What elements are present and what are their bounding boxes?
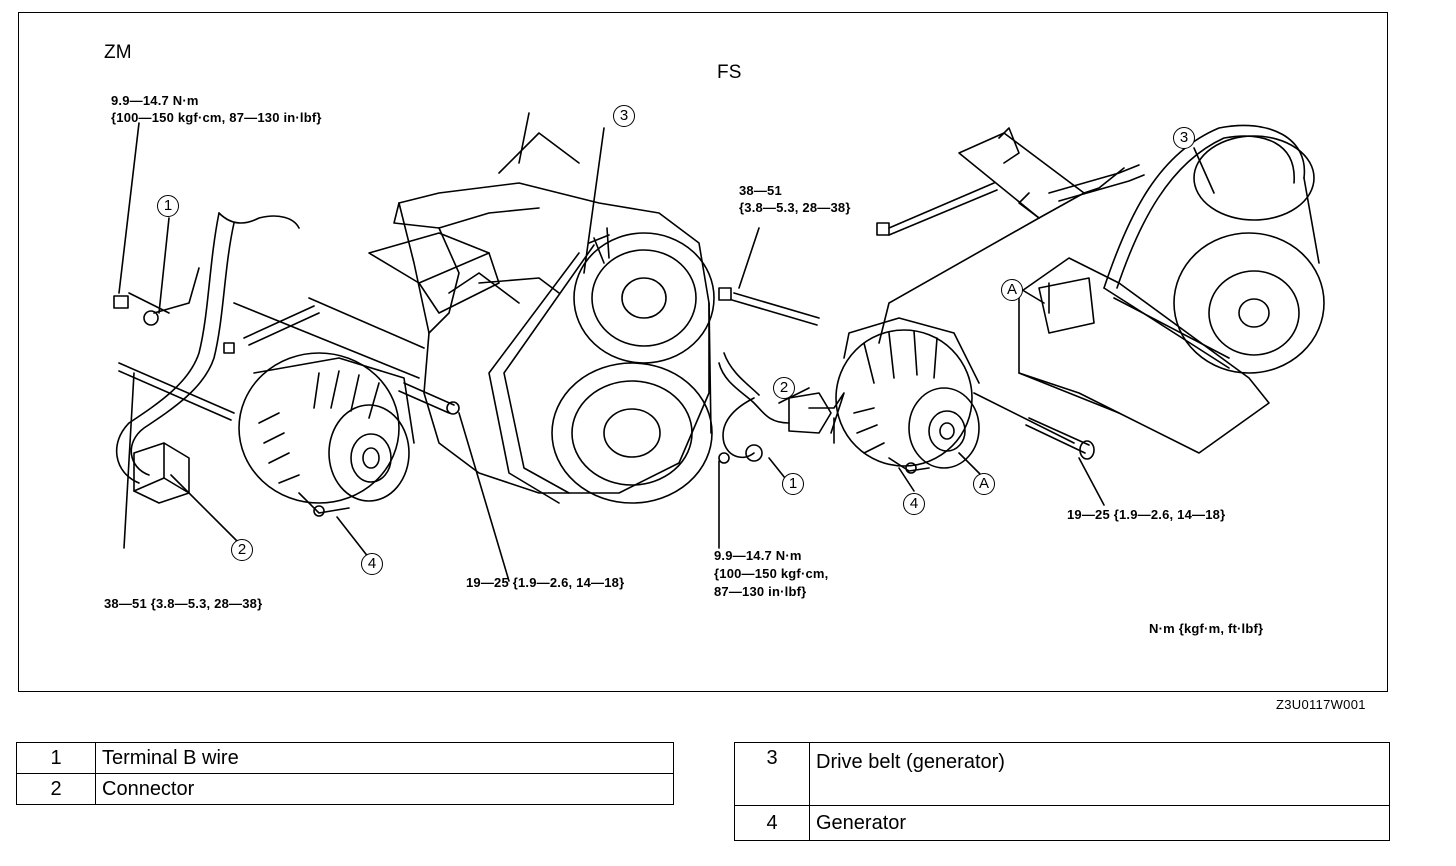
zm-generator — [238, 352, 415, 517]
fs-callout-4: 4 — [903, 493, 925, 515]
fs-marker-a-engine: A — [1001, 279, 1023, 301]
legend-num: 1 — [16, 742, 96, 774]
legend-label: Generator — [809, 805, 1390, 841]
legend-label: Terminal B wire — [95, 742, 674, 774]
zm-callout-1: 1 — [157, 195, 179, 217]
zm-torque-top-line1: 9.9—14.7 N·m — [111, 93, 199, 108]
zm-torque-bracket: 19—25 {1.9—2.6, 14—18} — [466, 575, 625, 590]
zm-torque-top-line2: {100—150 kgf·cm, 87—130 in·lbf} — [111, 110, 322, 125]
table-row: 4 Generator — [734, 805, 1390, 841]
legend-num: 4 — [734, 805, 810, 841]
legend-num: 2 — [16, 773, 96, 805]
legend-table-right: 3 Drive belt (generator) 4 Generator — [734, 742, 1390, 841]
legend-label: Connector — [95, 773, 674, 805]
fs-harness-connector — [718, 352, 845, 464]
fs-belt-pulleys — [1103, 124, 1325, 374]
zm-connector — [133, 442, 190, 504]
zm-callout-3: 3 — [613, 105, 635, 127]
units-note: N·m {kgf·m, ft·lbf} — [1149, 621, 1264, 636]
fs-torque-bottom-line2: {100—150 kgf·cm, — [714, 566, 829, 581]
fs-torque-right: 19—25 {1.9—2.6, 14—18} — [1067, 507, 1226, 522]
fs-torque-top-line2: {3.8—5.3, 28—38} — [739, 200, 851, 215]
fs-top-bracket — [876, 127, 1145, 344]
generator-illustration — [113, 112, 1325, 582]
fs-torque-top-line1: 38—51 — [739, 183, 782, 198]
fs-bolts — [718, 282, 1095, 460]
table-row: 2 Connector — [16, 773, 674, 805]
zm-callout-4: 4 — [361, 553, 383, 575]
zm-bracket — [233, 232, 520, 379]
fs-torque-bottom-line1: 9.9—14.7 N·m — [714, 548, 802, 563]
zm-section-label: ZM — [104, 42, 132, 63]
table-row: 3 Drive belt (generator) — [734, 742, 1390, 806]
legend-table-left: 1 Terminal B wire 2 Connector — [16, 742, 674, 805]
fs-marker-a-generator: A — [973, 473, 995, 495]
fs-callout-3: 3 — [1173, 127, 1195, 149]
fs-torque-bottom-line3: 87—130 in·lbf} — [714, 584, 807, 599]
zm-torque-bottom: 38—51 {3.8—5.3, 28—38} — [104, 596, 263, 611]
fs-section-label: FS — [717, 62, 742, 83]
fs-generator — [835, 317, 980, 474]
legend-num: 3 — [734, 742, 810, 806]
table-row: 1 Terminal B wire — [16, 742, 674, 774]
zm-callout-2: 2 — [231, 539, 253, 561]
figure-code: Z3U0117W001 — [1276, 697, 1366, 712]
zm-harness — [113, 212, 300, 549]
diagram-frame: ZM 9.9—14.7 N·m {100—150 kgf·cm, 87—130 … — [18, 12, 1388, 692]
zm-pulleys-belt — [488, 232, 715, 504]
legend-label: Drive belt (generator) — [809, 742, 1390, 806]
fs-callout-1: 1 — [782, 473, 804, 495]
fs-engine-block — [1018, 257, 1270, 454]
fs-callout-2: 2 — [773, 377, 795, 399]
zm-leader-lines — [118, 122, 605, 582]
